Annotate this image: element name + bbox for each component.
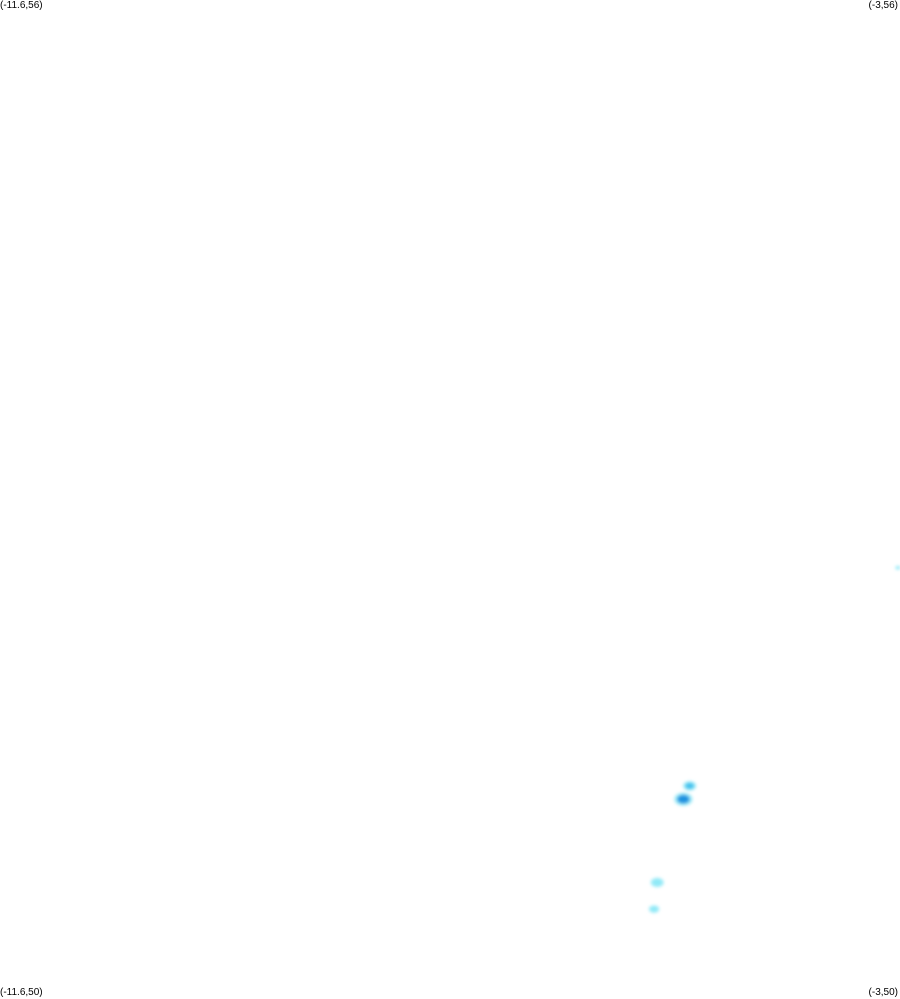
heatmap-blob-1: [685, 782, 695, 790]
heatmap-blob-4: [650, 906, 658, 912]
heatmap-blob-2: [677, 794, 690, 804]
heatmap-blob-0: [896, 566, 900, 570]
corner-label-bottom-right: (-3,50): [868, 987, 898, 998]
corner-label-top-right: (-3,56): [868, 0, 898, 11]
corner-label-top-left: (-11.6,56): [0, 0, 43, 11]
heatmap-blob-3: [652, 879, 662, 886]
heatmap-blob-layer: [648, 565, 900, 913]
corner-label-bottom-left: (-11.6,50): [0, 987, 43, 998]
